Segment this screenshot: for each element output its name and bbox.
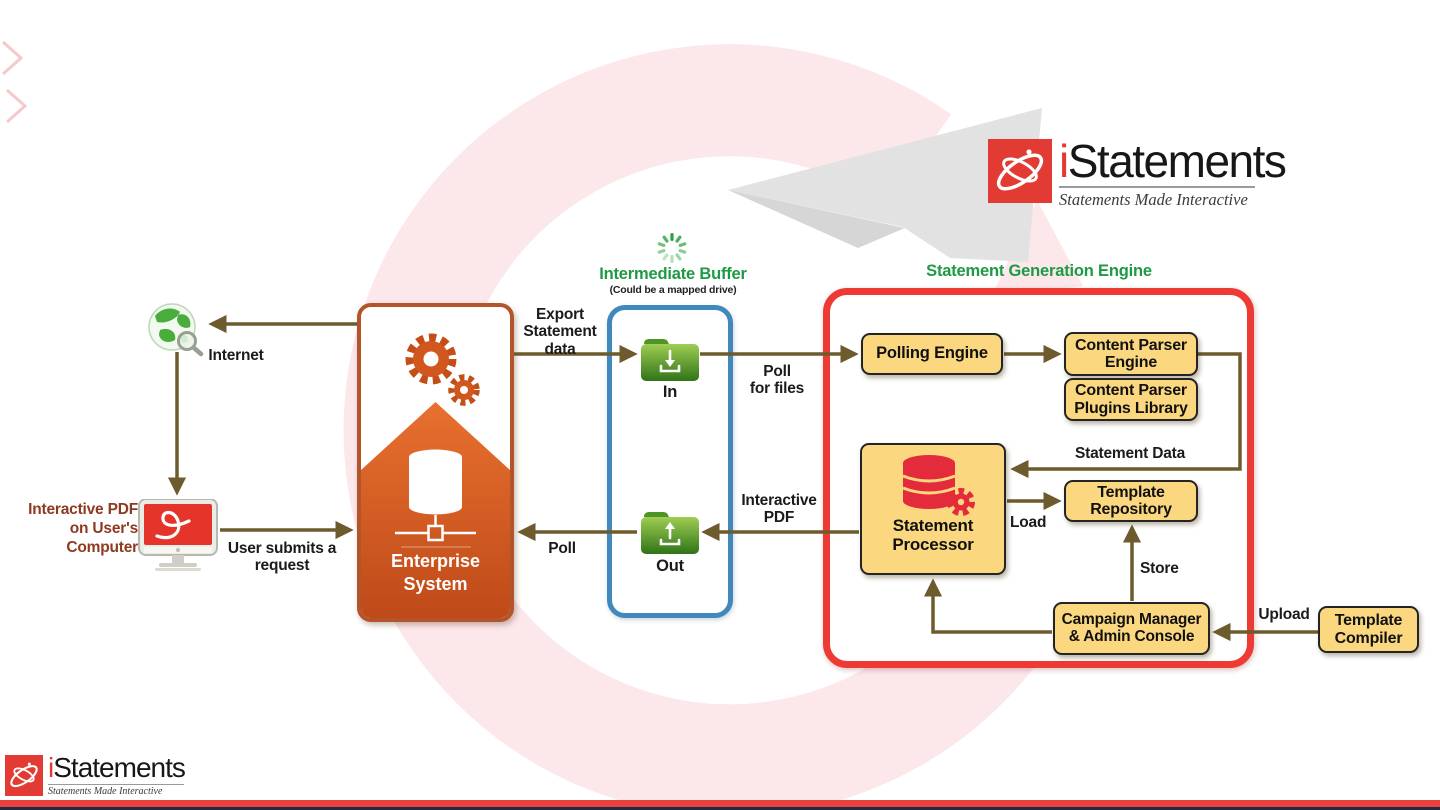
- template-repository-node: Template Repository: [1064, 480, 1198, 522]
- campaign-manager-node: Campaign Manager & Admin Console: [1053, 602, 1210, 655]
- flow-store-label: Store: [1140, 560, 1179, 577]
- gears-icon: [405, 333, 480, 406]
- footer-logo: iStatements Statements Made Interactive: [5, 752, 186, 797]
- internet-globe-icon: [148, 303, 204, 357]
- footer-logo-mark: [5, 755, 43, 796]
- content-parser-engine-node: Content Parser Engine: [1064, 332, 1198, 376]
- logo-i: i: [1059, 135, 1069, 187]
- template-compiler-label: Template Compiler: [1334, 612, 1403, 647]
- folder-in-icon: [641, 339, 699, 381]
- left-edge-chevron-2: [6, 88, 28, 124]
- database-gear-icon: [902, 455, 975, 516]
- gray-arrow-facet: [728, 190, 905, 248]
- logo-wordmark: iStatements: [1059, 138, 1287, 184]
- flow-export-label: Export Statement data: [523, 306, 597, 358]
- footer-logo-swirl-icon: [10, 762, 38, 788]
- template-repository-label: Template Repository: [1090, 483, 1172, 518]
- statement-processor-label: Statement Processor: [892, 516, 974, 554]
- content-parser-plugins-node: Content Parser Plugins Library: [1064, 378, 1198, 421]
- internet-label: Internet: [208, 347, 264, 364]
- flow-upload-label: Upload: [1258, 606, 1310, 623]
- footer-logo-statements: Statements: [53, 752, 186, 783]
- content-parser-plugins-label: Content Parser Plugins Library: [1074, 382, 1188, 417]
- logo-tagline: Statements Made Interactive: [1059, 190, 1248, 210]
- folder-in-label: In: [662, 383, 678, 401]
- user-pdf-label: Interactive PDF on User's Computer: [28, 501, 138, 556]
- polling-engine-node: Polling Engine: [861, 333, 1003, 375]
- footer-logo-divider: [48, 783, 184, 785]
- flow-poll-line2: for files: [749, 380, 805, 398]
- logo-swirl-icon: [996, 149, 1044, 191]
- folder-out-label: Out: [656, 557, 684, 575]
- flow-user-submits-label: User submits a request: [227, 540, 337, 575]
- content-parser-engine-label: Content Parser Engine: [1075, 336, 1187, 371]
- enterprise-system-label: Enterprise System: [390, 551, 481, 595]
- swirl-arrowhead: [991, 200, 1083, 298]
- campaign-manager-label: Campaign Manager & Admin Console: [1061, 610, 1202, 645]
- magnifier-icon: [177, 331, 197, 351]
- folder-out-icon: [641, 512, 699, 554]
- istatements-logo: iStatements Statements Made Interactive: [988, 138, 1287, 210]
- buffer-title: Intermediate Buffer: [599, 265, 747, 283]
- footer-logo-wordmark: iStatements: [48, 752, 186, 783]
- logo-divider: [1059, 186, 1255, 189]
- buffer-note: (Could be a mapped drive): [609, 284, 737, 296]
- template-compiler-node: Template Compiler: [1318, 606, 1419, 653]
- footer-logo-i: i: [48, 752, 54, 783]
- flow-poll-label: Poll: [548, 540, 576, 557]
- left-edge-chevron-1: [2, 40, 24, 76]
- footer-logo-tagline: Statements Made Interactive: [48, 785, 163, 797]
- logo-mark: [988, 139, 1052, 203]
- flow-load-label: Load: [1010, 514, 1047, 531]
- footer-red-bar: [0, 800, 1440, 807]
- user-computer-icon: [138, 499, 218, 571]
- enterprise-system-box: Enterprise System: [357, 303, 514, 622]
- engine-title: Statement Generation Engine: [926, 262, 1152, 280]
- flow-statement-data-label: Statement Data: [1074, 445, 1186, 462]
- spinner-icon: [657, 233, 687, 263]
- logo-statements: Statements: [1067, 135, 1287, 187]
- statement-processor-node: Statement Processor: [860, 443, 1006, 575]
- flow-interactive-pdf-label: Interactive PDF: [741, 492, 817, 527]
- flow-poll-line1: Poll: [763, 363, 791, 380]
- polling-engine-label: Polling Engine: [876, 344, 988, 363]
- flow-poll-for-files-label: Poll for files: [733, 363, 821, 398]
- pdf-reader-icon: [155, 510, 191, 540]
